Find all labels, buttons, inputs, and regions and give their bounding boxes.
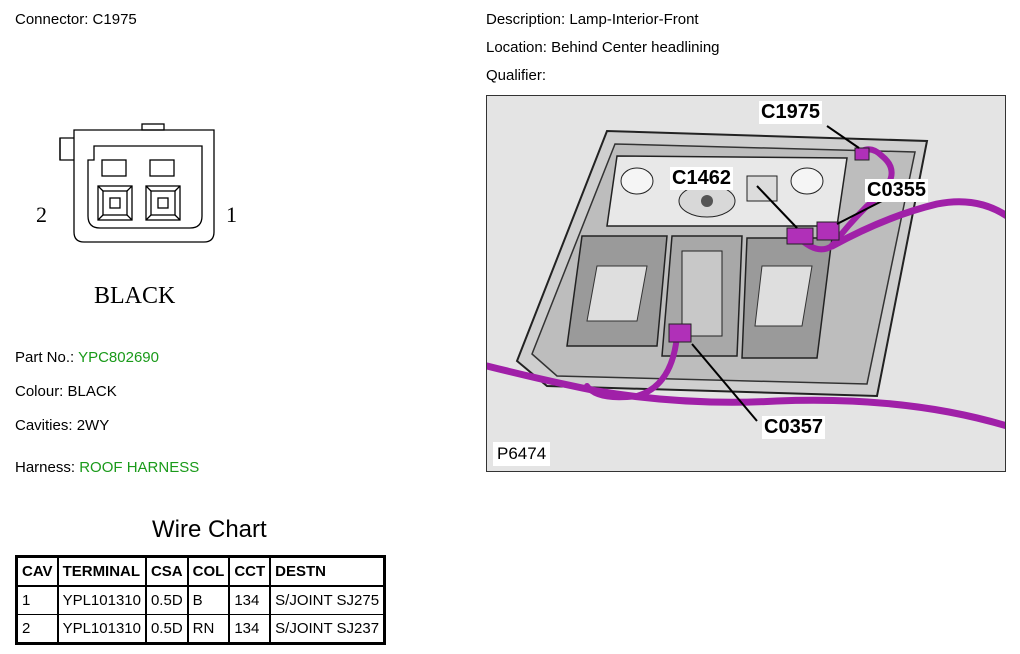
col-header-terminal: TERMINAL xyxy=(56,555,147,587)
description-line: Description: Lamp-Interior-Front xyxy=(486,11,699,28)
connector-label: Connector: xyxy=(15,11,89,28)
cell-col: RN xyxy=(186,614,231,644)
lamp-assembly-illustration xyxy=(487,125,1005,430)
pin-number-1: 1 xyxy=(226,202,237,227)
connector-value: C1975 xyxy=(92,11,137,28)
connector-heading: Connector: C1975 xyxy=(15,11,137,28)
cell-cct: 134 xyxy=(228,585,272,615)
cell-cav: 2 xyxy=(15,614,59,644)
connector-outer-body xyxy=(73,129,215,243)
location-photo: C1975 C1462 C0355 C0357 P6474 xyxy=(486,95,1006,472)
cell-cav: 1 xyxy=(15,585,59,615)
colour-label: Colour: xyxy=(15,383,64,400)
harness-line: Harness: ROOF HARNESS xyxy=(15,459,199,476)
cavities-label: Cavities: xyxy=(15,417,73,434)
part-no-label: Part No.: xyxy=(15,349,75,366)
cavity-1-slot xyxy=(149,159,175,177)
description-value: Lamp-Interior-Front xyxy=(569,11,699,28)
cell-terminal: YPL101310 xyxy=(56,585,147,615)
location-label: Location: xyxy=(486,39,547,56)
cell-destn: S/JOINT SJ275 xyxy=(269,585,386,615)
wire-chart-table: CAV TERMINAL CSA COL CCT DESTN 1 YPL1013… xyxy=(15,555,387,645)
cell-col: B xyxy=(186,585,231,615)
connector-inner-body xyxy=(87,145,203,229)
cell-cct: 134 xyxy=(228,614,272,644)
col-header-cct: CCT xyxy=(228,555,272,587)
callout-c1462: C1462 xyxy=(670,167,733,190)
col-header-destn: DESTN xyxy=(269,555,386,587)
cell-csa: 0.5D xyxy=(144,585,189,615)
wire-chart-header-row: CAV TERMINAL CSA COL CCT DESTN xyxy=(15,555,386,587)
part-no-line: Part No.: YPC802690 xyxy=(15,349,159,366)
callout-c1975: C1975 xyxy=(759,101,822,124)
colour-line: Colour: BLACK xyxy=(15,383,117,400)
cavities-value: 2WY xyxy=(76,417,110,434)
description-label: Description: xyxy=(486,11,566,28)
photo-reference: P6474 xyxy=(493,442,551,466)
connector-face-drawing: 2 1 BLACK xyxy=(36,123,237,309)
col-header-col: COL xyxy=(186,555,231,587)
cavities-line: Cavities: 2WY xyxy=(15,417,109,434)
cavity-2 xyxy=(97,185,133,221)
cavity-2-slot xyxy=(101,159,127,177)
table-row: 1 YPL101310 0.5D B 134 S/JOINT SJ275 xyxy=(15,585,386,615)
connector-latch-tab xyxy=(141,123,165,131)
col-header-cav: CAV xyxy=(15,555,59,587)
cell-terminal: YPL101310 xyxy=(56,614,147,644)
table-row: 2 YPL101310 0.5D RN 134 S/JOINT SJ237 xyxy=(15,614,386,644)
part-no-link[interactable]: YPC802690 xyxy=(78,349,159,366)
cell-csa: 0.5D xyxy=(144,614,189,644)
cavity-1 xyxy=(145,185,181,221)
cell-destn: S/JOINT SJ237 xyxy=(269,614,386,644)
location-line: Location: Behind Center headlining xyxy=(486,39,720,56)
connector-color-text: BLACK xyxy=(94,283,176,309)
harness-label: Harness: xyxy=(15,459,76,476)
qualifier-line: Qualifier: xyxy=(486,67,546,84)
pin-number-2: 2 xyxy=(36,202,47,227)
colour-value: BLACK xyxy=(67,383,117,400)
callout-c0357: C0357 xyxy=(762,416,825,439)
wire-chart-title: Wire Chart xyxy=(152,516,267,543)
qualifier-label: Qualifier: xyxy=(486,67,547,84)
location-value: Behind Center headlining xyxy=(551,39,720,56)
callout-c0355: C0355 xyxy=(865,179,928,202)
col-header-csa: CSA xyxy=(144,555,189,587)
harness-link[interactable]: ROOF HARNESS xyxy=(79,459,200,476)
